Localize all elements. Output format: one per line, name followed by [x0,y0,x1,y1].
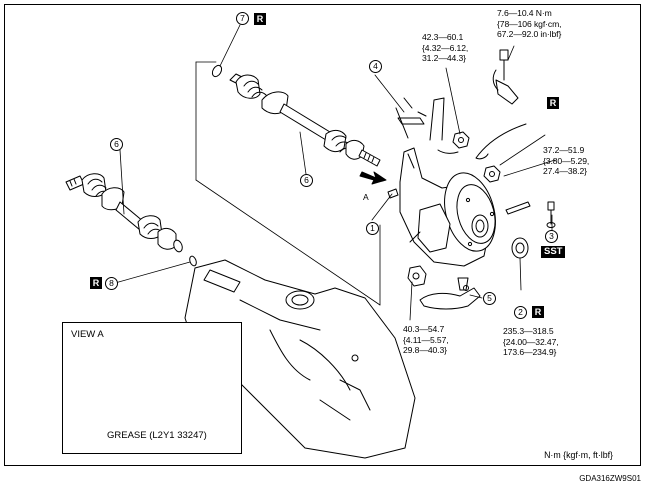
callout-6-right: 6 [300,174,313,187]
view-a-pointer-label: A [363,192,369,202]
replace-badge-2: R [532,306,544,318]
callout-3: 3 [545,230,558,243]
torque-sensor-bolt: 7.6—10.4 N·m{78—106 kgf·cm,67.2—92.0 in·… [497,8,562,39]
figure-frame [4,4,641,466]
callout-2: 2 [514,306,527,319]
grease-label: GREASE (L2Y1 33247) [107,430,207,441]
torque-upper-nut: 42.3—60.1{4.32—6.12,31.2—44.3} [422,32,469,63]
guide-lines [195,61,381,306]
replace-badge-7: R [254,13,266,25]
callout-7: 7 [236,12,249,25]
sst-badge: SST [541,246,566,258]
callout-5: 5 [483,292,496,305]
torque-tierod-nut: 40.3—54.7{4.11—5.57,29.8—40.3} [403,324,449,355]
leader-lines [114,24,556,321]
callout-8: 8 [105,277,118,290]
replace-badge-8: R [90,277,102,289]
view-a-title: VIEW A [71,329,104,340]
callout-6-left: 6 [110,138,123,151]
drive-shaft-left [65,173,197,267]
torque-hub-nut: 235.3—318.5{24.00—32.47,173.6—234.9} [503,326,559,357]
units-note: N·m {kgf·m, ft·lbf} [544,450,613,460]
figure-code: GDA316ZW9S01 [579,474,641,483]
replace-badge-cotter: R [547,97,559,109]
view-a-inset: VIEW A GREASE (L2Y1 33247) [62,322,242,454]
callout-1: 1 [366,222,379,235]
torque-balljoint-nut: 37.2—51.9{3.80—5.29,27.4—38.2} [543,145,590,176]
knuckle-assembly [395,97,496,267]
view-a-arrow [359,171,387,185]
drive-shaft-right [211,64,381,167]
callout-4: 4 [369,60,382,73]
